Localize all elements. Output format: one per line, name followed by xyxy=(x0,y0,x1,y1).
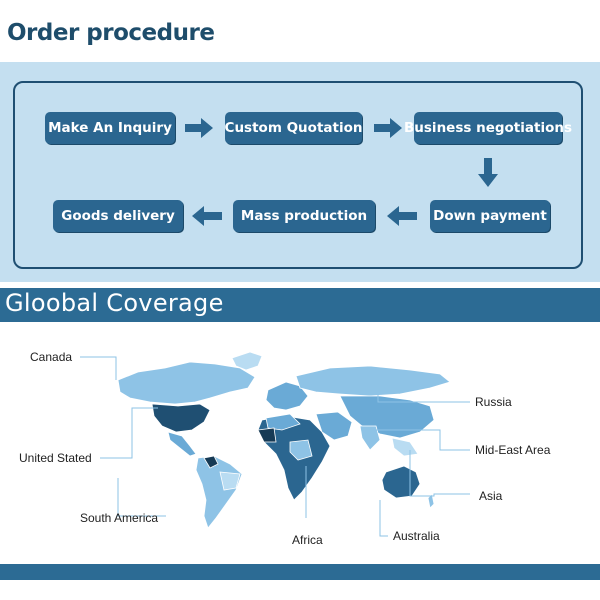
map-middle-east xyxy=(315,411,353,441)
region-label-mid-east-area: Mid-East Area xyxy=(475,443,551,457)
step-make-an-inquiry: Make An Inquiry xyxy=(45,112,175,144)
arrow-down-icon xyxy=(478,158,498,187)
map-greenland xyxy=(231,351,263,371)
arrow-right-icon xyxy=(185,118,213,138)
region-label-asia: Asia xyxy=(479,489,503,503)
map-europe xyxy=(265,381,309,411)
region-label-canada: Canada xyxy=(30,350,73,364)
map-new-zealand xyxy=(427,493,435,509)
region-label-russia: Russia xyxy=(475,395,512,409)
map-africa-center xyxy=(289,439,313,461)
map-africa-north xyxy=(265,413,301,431)
region-label-south-america: South America xyxy=(80,511,159,525)
map-south-america xyxy=(195,455,243,529)
region-label-africa: Africa xyxy=(292,533,323,547)
map-india xyxy=(359,425,381,451)
map-canada xyxy=(117,361,256,405)
step-business-negotiations: Business negotiations xyxy=(404,112,572,144)
coverage-header-bar xyxy=(0,288,600,322)
map-south-america-dark xyxy=(203,455,219,469)
map-south-america-east xyxy=(219,471,241,491)
map-russia xyxy=(295,365,451,397)
map-asia xyxy=(339,395,435,439)
map-africa-west xyxy=(257,427,277,443)
map-united-states xyxy=(151,403,211,433)
world-map-area xyxy=(0,322,600,564)
arrow-left-icon xyxy=(387,206,417,226)
step-down-payment: Down payment xyxy=(430,200,550,232)
bottom-bar xyxy=(0,564,600,580)
page-title: Order procedure xyxy=(7,20,215,46)
step-custom-quotation: Custom Quotation xyxy=(225,112,362,144)
step-goods-delivery: Goods delivery xyxy=(53,200,183,232)
world-map xyxy=(80,351,470,537)
map-africa xyxy=(257,415,331,501)
coverage-title: Gloobal Coverage xyxy=(5,289,224,317)
region-label-united-states: United Stated xyxy=(19,451,92,465)
arrow-right-icon xyxy=(374,118,402,138)
map-southeast-asia xyxy=(391,437,419,457)
arrow-left-icon xyxy=(192,206,222,226)
map-central-america xyxy=(167,431,197,457)
step-mass-production: Mass production xyxy=(233,200,375,232)
map-australia xyxy=(381,465,421,499)
region-label-australia: Australia xyxy=(393,529,440,543)
